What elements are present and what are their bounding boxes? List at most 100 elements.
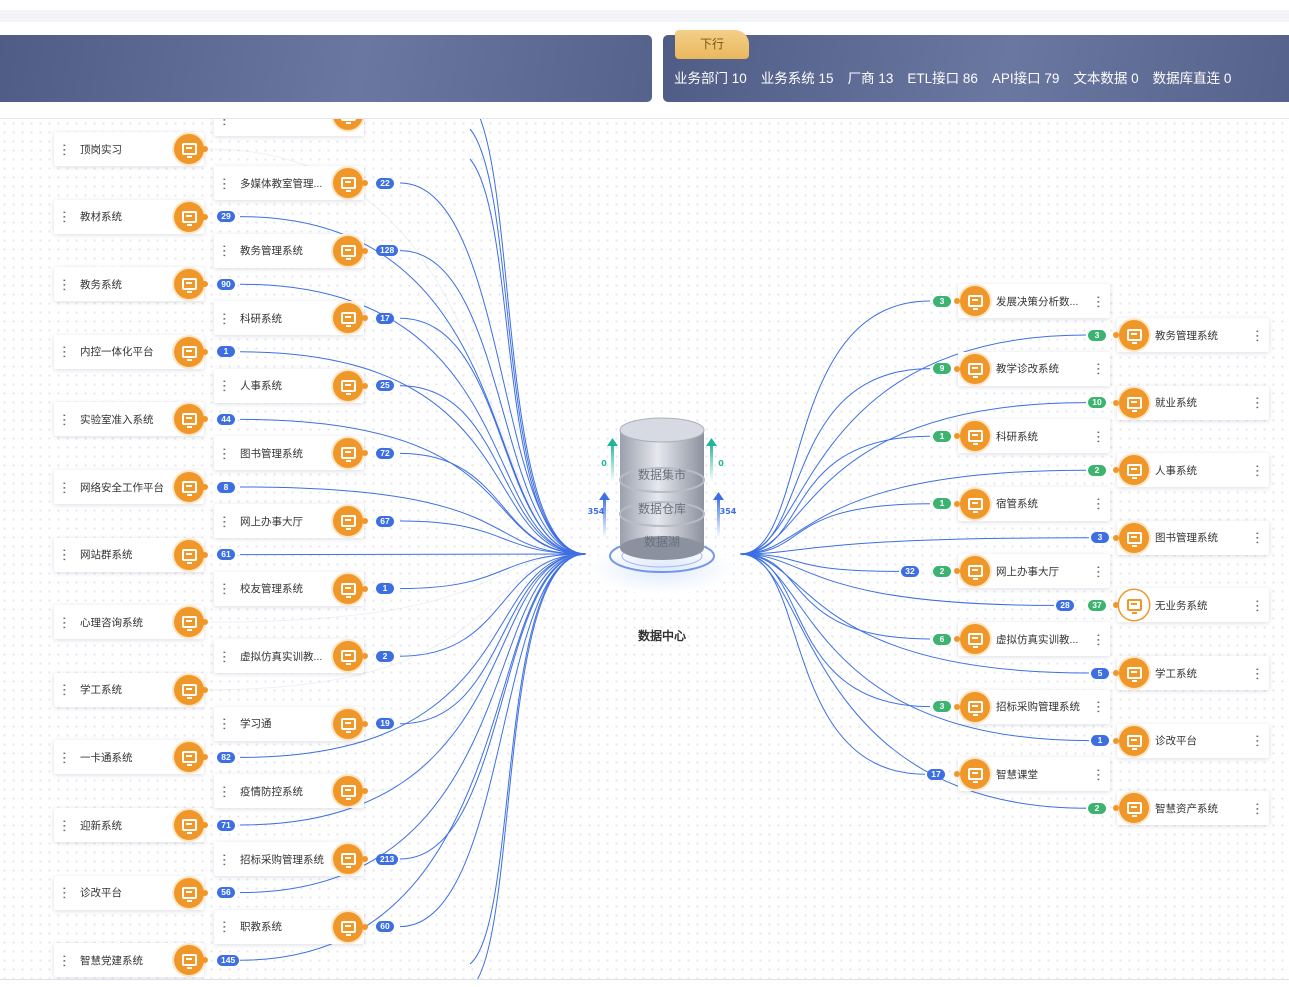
more-icon[interactable]: ⋯ bbox=[1091, 497, 1107, 511]
system-monitor-icon[interactable] bbox=[1119, 725, 1149, 756]
system-monitor-icon[interactable] bbox=[333, 573, 363, 604]
interface-count-badge: 82 bbox=[217, 751, 235, 763]
system-monitor-icon[interactable] bbox=[333, 438, 363, 469]
more-icon[interactable]: ⋯ bbox=[57, 277, 73, 291]
more-icon[interactable]: ⋯ bbox=[57, 480, 73, 494]
more-icon[interactable]: ⋯ bbox=[1091, 632, 1107, 646]
interface-count-badge: 17 bbox=[927, 768, 945, 780]
system-monitor-icon[interactable] bbox=[1119, 320, 1149, 350]
more-icon[interactable]: ⋯ bbox=[1091, 294, 1107, 308]
more-icon[interactable]: ⋯ bbox=[57, 953, 73, 967]
system-monitor-icon[interactable] bbox=[1119, 590, 1149, 621]
system-monitor-icon[interactable] bbox=[174, 336, 204, 367]
more-icon[interactable]: ⋯ bbox=[1250, 598, 1266, 612]
system-monitor-icon[interactable] bbox=[333, 506, 363, 536]
data-center-node[interactable]: 数据集市 数据仓库 数据湖 0 0 354 354 bbox=[586, 408, 738, 594]
more-icon[interactable]: ⋯ bbox=[217, 176, 233, 190]
more-icon[interactable]: ⋯ bbox=[57, 683, 73, 697]
more-icon[interactable]: ⋯ bbox=[1091, 564, 1107, 578]
more-icon[interactable]: ⋯ bbox=[217, 379, 233, 393]
more-icon[interactable]: ⋯ bbox=[57, 548, 73, 562]
more-icon[interactable]: ⋯ bbox=[217, 920, 233, 934]
more-icon[interactable]: ⋯ bbox=[57, 345, 73, 359]
system-monitor-icon[interactable] bbox=[174, 134, 204, 164]
more-icon[interactable]: ⋯ bbox=[1250, 666, 1266, 680]
system-monitor-icon[interactable] bbox=[174, 269, 204, 300]
system-monitor-icon[interactable] bbox=[333, 911, 363, 942]
more-icon[interactable]: ⋯ bbox=[217, 582, 233, 596]
system-monitor-icon[interactable] bbox=[960, 556, 990, 587]
more-icon[interactable]: ⋯ bbox=[57, 615, 73, 629]
system-monitor-icon[interactable] bbox=[960, 286, 990, 316]
connector-dot bbox=[1113, 602, 1119, 609]
system-monitor-icon[interactable] bbox=[1119, 522, 1149, 553]
more-icon[interactable]: ⋯ bbox=[1250, 801, 1266, 815]
system-monitor-icon[interactable] bbox=[1119, 658, 1149, 688]
system-monitor-icon[interactable] bbox=[1119, 455, 1149, 486]
more-icon[interactable]: ⋯ bbox=[1250, 328, 1266, 342]
more-icon[interactable]: ⋯ bbox=[217, 118, 233, 126]
connector-dot bbox=[362, 450, 368, 457]
stat-item: ETL接口 86 bbox=[907, 71, 978, 86]
system-monitor-icon[interactable] bbox=[960, 353, 990, 384]
system-monitor-icon[interactable] bbox=[333, 844, 363, 874]
system-monitor-icon[interactable] bbox=[174, 539, 204, 570]
more-icon[interactable]: ⋯ bbox=[57, 750, 73, 764]
system-monitor-icon[interactable] bbox=[333, 370, 363, 401]
more-icon[interactable]: ⋯ bbox=[1091, 700, 1107, 714]
more-icon[interactable]: ⋯ bbox=[57, 818, 73, 832]
node-label: 招标采购管理系统 bbox=[996, 701, 1080, 714]
source-node-partial[interactable]: ⋯ bbox=[214, 118, 364, 136]
more-icon[interactable]: ⋯ bbox=[1250, 734, 1266, 748]
more-icon[interactable]: ⋯ bbox=[57, 210, 73, 224]
more-icon[interactable]: ⋯ bbox=[1250, 463, 1266, 477]
system-monitor-icon[interactable] bbox=[1119, 387, 1149, 418]
system-monitor-icon[interactable] bbox=[960, 691, 990, 722]
system-monitor-icon[interactable] bbox=[174, 472, 204, 502]
interface-count-badge: 17 bbox=[376, 312, 394, 324]
system-monitor-icon[interactable] bbox=[960, 759, 990, 790]
node-label: 招标采购管理系统 bbox=[240, 853, 324, 866]
more-icon[interactable]: ⋯ bbox=[217, 244, 233, 258]
system-monitor-icon[interactable] bbox=[960, 421, 990, 452]
system-monitor-icon[interactable] bbox=[333, 776, 363, 807]
system-monitor-icon[interactable] bbox=[174, 607, 204, 638]
output-count-badge: 1 bbox=[933, 498, 951, 510]
more-icon[interactable]: ⋯ bbox=[1091, 429, 1107, 443]
system-monitor-icon[interactable] bbox=[1119, 793, 1149, 824]
system-monitor-icon[interactable] bbox=[174, 404, 204, 435]
more-icon[interactable]: ⋯ bbox=[217, 514, 233, 528]
system-monitor-icon[interactable] bbox=[174, 674, 204, 705]
more-icon[interactable]: ⋯ bbox=[57, 142, 73, 156]
more-icon[interactable]: ⋯ bbox=[1091, 362, 1107, 376]
connector-dot bbox=[202, 686, 208, 693]
stat-item: 业务部门 10 bbox=[674, 71, 747, 86]
more-icon[interactable]: ⋯ bbox=[1250, 396, 1266, 410]
system-monitor-icon[interactable] bbox=[333, 168, 363, 198]
system-monitor-icon[interactable] bbox=[174, 945, 204, 976]
more-icon[interactable]: ⋯ bbox=[217, 852, 233, 866]
system-monitor-icon[interactable] bbox=[333, 708, 363, 739]
more-icon[interactable]: ⋯ bbox=[57, 412, 73, 426]
more-icon[interactable]: ⋯ bbox=[217, 446, 233, 460]
more-icon[interactable]: ⋯ bbox=[57, 886, 73, 900]
system-monitor-icon[interactable] bbox=[174, 877, 204, 908]
more-icon[interactable]: ⋯ bbox=[217, 311, 233, 325]
more-icon[interactable]: ⋯ bbox=[217, 784, 233, 798]
more-icon[interactable]: ⋯ bbox=[1091, 767, 1107, 781]
more-icon[interactable]: ⋯ bbox=[217, 717, 233, 731]
system-monitor-icon[interactable] bbox=[174, 201, 204, 232]
system-monitor-icon[interactable] bbox=[174, 742, 204, 773]
stat-item: 文本数据 0 bbox=[1073, 71, 1139, 86]
system-monitor-icon[interactable] bbox=[960, 488, 990, 519]
downstream-badge[interactable]: 下行 bbox=[675, 30, 749, 59]
system-monitor-icon[interactable] bbox=[333, 641, 363, 672]
system-monitor-icon[interactable] bbox=[333, 235, 363, 266]
link-line bbox=[739, 300, 931, 555]
system-monitor-icon[interactable] bbox=[960, 624, 990, 654]
more-icon[interactable]: ⋯ bbox=[217, 649, 233, 663]
system-monitor-icon[interactable] bbox=[174, 810, 204, 840]
system-monitor-icon[interactable] bbox=[333, 303, 363, 334]
more-icon[interactable]: ⋯ bbox=[1250, 531, 1266, 545]
system-monitor-icon[interactable] bbox=[333, 119, 363, 130]
